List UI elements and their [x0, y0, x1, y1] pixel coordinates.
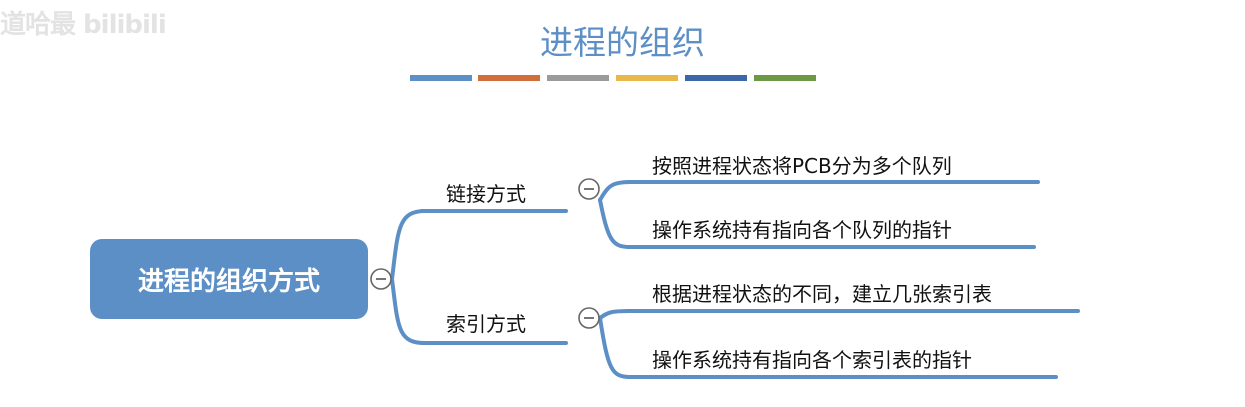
title-color-bar-1 [410, 75, 472, 81]
leaf-2-2-label[interactable]: 操作系统持有指向各个索引表的指针 [652, 348, 972, 372]
connector-branch-1-child-1 [598, 180, 632, 202]
connector-branch-1-child-2 [598, 198, 632, 249]
leaf-1-1-label[interactable]: 按照进程状态将PCB分为多个队列 [652, 154, 952, 178]
connector-root-branch-2 [390, 277, 427, 345]
leaf-2-1-label[interactable]: 根据进程状态的不同，建立几张索引表 [652, 282, 992, 306]
title-color-bar-5 [685, 75, 747, 81]
root-node[interactable]: 进程的组织方式 [90, 239, 368, 319]
title-color-bar-3 [547, 75, 609, 81]
branch-2-collapse-button[interactable] [578, 307, 600, 329]
title-color-bar-4 [616, 75, 678, 81]
branch-2-label[interactable]: 索引方式 [446, 312, 526, 336]
connector-branch-2-child-2 [598, 316, 632, 379]
root-node-label: 进程的组织方式 [137, 266, 320, 297]
branch-1-collapse-button[interactable] [578, 178, 600, 200]
title-color-bar-2 [478, 75, 540, 81]
title-color-bar-6 [754, 75, 816, 81]
leaf-1-2-label[interactable]: 操作系统持有指向各个队列的指针 [652, 218, 952, 242]
root-collapse-button[interactable] [370, 268, 392, 290]
connector-root-branch-1 [390, 209, 427, 281]
bilibili-watermark: 道哈最 bilibili [0, 10, 167, 40]
branch-1-label[interactable]: 链接方式 [446, 182, 526, 206]
connector-branch-2-child-1 [598, 309, 632, 320]
slide-title: 进程的组织 [540, 23, 705, 62]
